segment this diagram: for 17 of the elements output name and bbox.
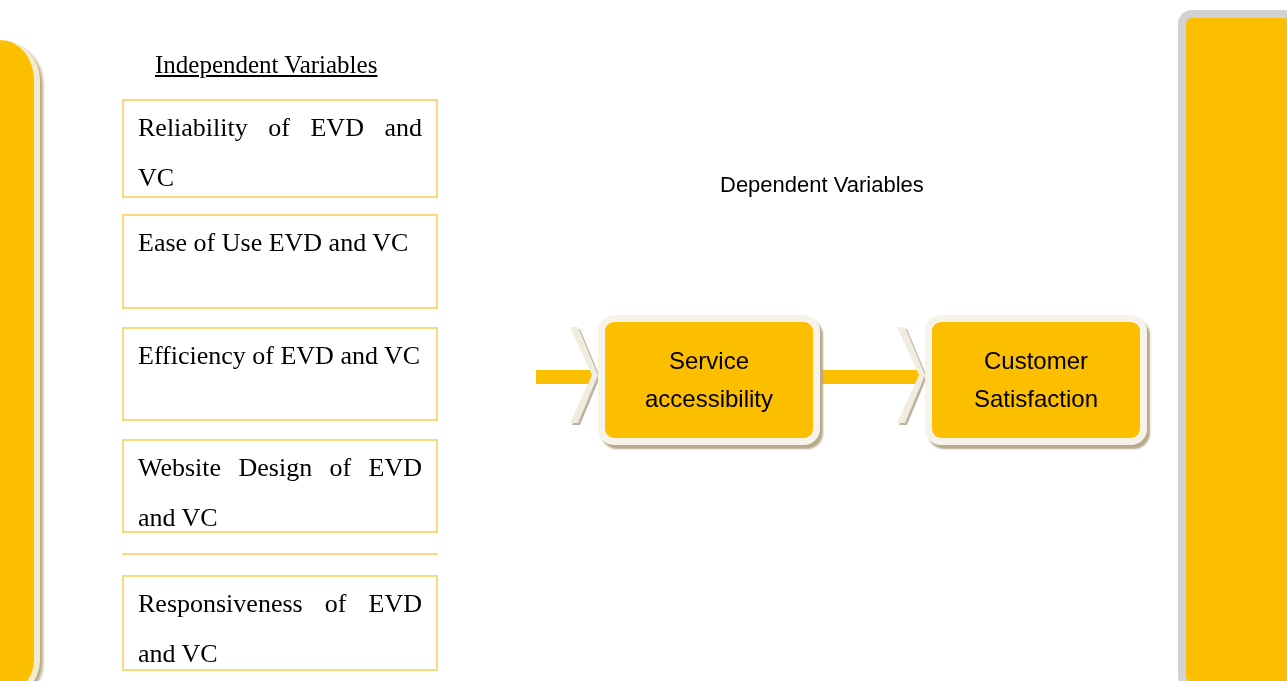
variable-text: Reliability of EVD and VC xyxy=(138,112,422,194)
variable-text: Service accessibility xyxy=(643,346,774,414)
variable-text: Website Design of EVD and VC xyxy=(138,452,422,534)
side-bar xyxy=(1178,10,1287,681)
variable-box xyxy=(122,99,438,198)
variable-text: Efficiency of EVD and VC xyxy=(138,340,422,372)
variable-box xyxy=(122,439,438,533)
variable-box xyxy=(122,327,438,421)
variable-box xyxy=(598,315,820,445)
section-heading: Independent Variables xyxy=(155,50,378,80)
variable-box xyxy=(122,575,438,671)
variable-box xyxy=(925,315,1147,445)
variable-text: Responsiveness of EVD and VC xyxy=(138,588,422,670)
variable-box xyxy=(122,214,438,309)
variable-text: Ease of Use EVD and VC xyxy=(138,227,410,259)
variable-text: Customer Satisfaction xyxy=(972,346,1100,414)
section-heading: Dependent Variables xyxy=(720,171,924,199)
